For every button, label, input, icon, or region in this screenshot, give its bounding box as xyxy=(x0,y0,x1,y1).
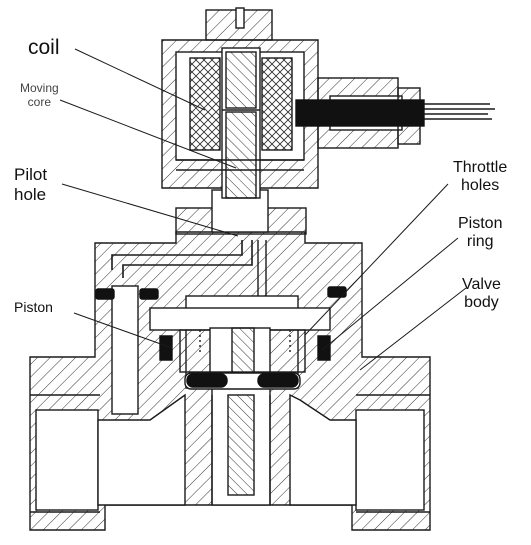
label-coil-text: coil xyxy=(28,36,60,59)
leader-lines xyxy=(59,48,467,371)
label-moving-core: Moving core xyxy=(20,81,59,110)
label-piston: Piston xyxy=(14,299,53,315)
label-valve-body-line1: Valve xyxy=(462,276,501,293)
label-piston-ring-line1: Piston xyxy=(458,215,503,232)
label-piston-ring-line2: ring xyxy=(466,233,494,251)
label-pilot-hole: Pilot hole xyxy=(14,165,47,204)
label-valve-body-line2: body xyxy=(464,294,499,312)
label-throttle-holes-line2: holes xyxy=(461,177,500,195)
label-piston-ring: Piston ring xyxy=(458,215,502,252)
label-throttle-holes: Throttle holes xyxy=(453,159,507,196)
label-valve-body: Valve body xyxy=(462,276,501,313)
label-coil: coil xyxy=(28,36,60,60)
pilot-passage xyxy=(111,240,267,296)
label-moving-core-line2: core xyxy=(27,94,52,109)
label-throttle-holes-line1: Throttle xyxy=(453,159,508,176)
label-moving-core-line1: Moving xyxy=(20,81,59,95)
cable-gland xyxy=(295,77,495,149)
label-pilot-hole-line2: hole xyxy=(14,184,47,204)
label-pilot-hole-line1: Pilot xyxy=(14,165,48,184)
coil-housing xyxy=(161,7,319,199)
label-piston-text: Piston xyxy=(14,299,53,315)
